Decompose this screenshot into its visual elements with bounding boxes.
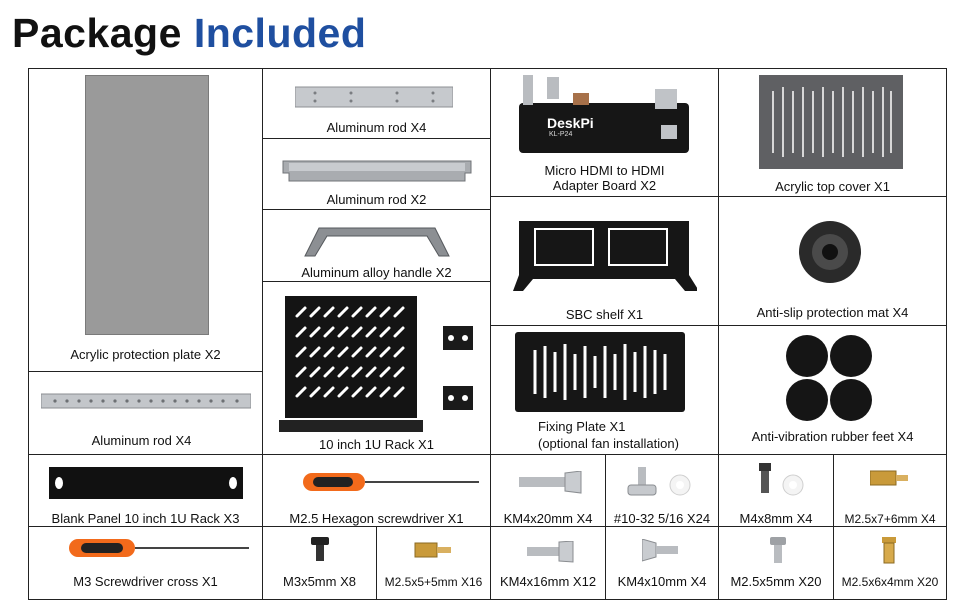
caption-rod-top: Aluminum rod X4 (326, 120, 427, 135)
cell-hex-driver: M2.5 Hexagon screwdriver X1 (262, 454, 491, 527)
m25x6x4-image (882, 537, 896, 564)
top-cover-image (759, 75, 903, 169)
caption-top-cover: Acrylic top cover X1 (775, 179, 890, 194)
page-title: Package Included (12, 10, 366, 58)
cell-blank-panel: Blank Panel 10 inch 1U Rack X3 (28, 454, 263, 527)
caption-s1032: #10-32 5/16 X24 (613, 511, 711, 526)
cell-m3x5: M3x5mm X8 (262, 526, 377, 600)
title-word-package: Package (12, 10, 182, 56)
caption-handle: Aluminum alloy handle X2 (301, 265, 452, 280)
caption-km4x16: KM4x16mm X12 (499, 574, 597, 589)
title-word-included: Included (193, 10, 367, 56)
hex-driver-image (303, 473, 479, 491)
long-rod-image (41, 393, 251, 409)
cell-long-rod: Aluminum rod X4 (28, 371, 263, 455)
caption-m4x8: M4x8mm X4 (739, 511, 813, 526)
caption-blank-panel: Blank Panel 10 inch 1U Rack X3 (51, 511, 240, 526)
cell-m25x6x4: M2.5x6x4mm X20 (833, 526, 947, 600)
cell-top-cover: Acrylic top cover X1 (718, 68, 947, 197)
caption-rod-mid: Aluminum rod X2 (326, 192, 427, 207)
cell-km4x10: KM4x10mm X4 (605, 526, 719, 600)
handle-image (304, 227, 450, 257)
km4x20-image (519, 471, 582, 494)
caption-m3x5: M3x5mm X8 (283, 574, 356, 589)
m25x5-image (770, 537, 786, 563)
blank-panel-image (49, 467, 243, 499)
m25x5s-image (414, 542, 451, 558)
caption-hdmi-line1: Micro HDMI to HDMI (544, 163, 665, 178)
fixing-plate-image (515, 332, 685, 412)
cell-m25x7: M2.5x7+6mm X4 (833, 454, 947, 527)
caption-mat: Anti-slip protection mat X4 (756, 305, 909, 320)
cell-rubber-feet: Anti-vibration rubber feet X4 (718, 325, 947, 455)
mat-image (799, 221, 861, 283)
rubber-feet-image (786, 335, 872, 421)
cell-mat: Anti-slip protection mat X4 (718, 196, 947, 326)
board-model: KL-P24 (549, 131, 573, 138)
cell-handle: Aluminum alloy handle X2 (262, 209, 491, 282)
m3-driver-image (69, 539, 249, 557)
m4x8-image (759, 463, 804, 496)
rack-image (279, 296, 473, 432)
caption-fixing-line2: (optional fan installation) (538, 436, 679, 451)
caption-km4x20: KM4x20mm X4 (503, 511, 593, 526)
caption-long-rod: Aluminum rod X4 (91, 433, 192, 448)
cell-rod-top: Aluminum rod X4 (262, 68, 491, 139)
caption-m25x7: M2.5x7+6mm X4 (844, 512, 936, 526)
km4x10-image (642, 539, 678, 562)
cell-fixing-plate: Fixing Plate X1 (optional fan installati… (490, 325, 719, 455)
cell-km4x16: KM4x16mm X12 (490, 526, 606, 600)
caption-m3-driver: M3 Screwdriver cross X1 (73, 574, 218, 589)
caption-m25x5s: M2.5x5+5mm X16 (384, 575, 483, 589)
cell-m25x5: M2.5x5mm X20 (718, 526, 834, 600)
km4x16-image (527, 541, 574, 563)
m3x5-image (311, 537, 329, 561)
caption-acrylic-plate: Acrylic protection plate X2 (70, 347, 221, 362)
acrylic-plate-image (85, 75, 209, 335)
cell-sbc-shelf: SBC shelf X1 (490, 196, 719, 326)
cell-s1032: #10-32 5/16 X24 (605, 454, 719, 527)
cell-m3-driver: M3 Screwdriver cross X1 (28, 526, 263, 600)
rod-mid-image (282, 160, 472, 182)
sbc-shelf-image (513, 221, 697, 291)
cell-rod-mid: Aluminum rod X2 (262, 138, 491, 210)
board-brand: DeskPi (547, 115, 594, 131)
caption-hdmi-line2: Adapter Board X2 (552, 178, 657, 193)
cell-acrylic-plate: Acrylic protection plate X2 (28, 68, 263, 372)
cell-m4x8: M4x8mm X4 (718, 454, 834, 527)
caption-sbc-shelf: SBC shelf X1 (565, 307, 644, 322)
caption-rack: 10 inch 1U Rack X1 (319, 437, 434, 452)
caption-rubber-feet: Anti-vibration rubber feet X4 (751, 429, 914, 444)
cell-m25x5s: M2.5x5+5mm X16 (376, 526, 491, 600)
cell-km4x20: KM4x20mm X4 (490, 454, 606, 527)
caption-m25x5: M2.5x5mm X20 (730, 574, 822, 589)
m25x7-image (870, 470, 908, 486)
caption-m25x6x4: M2.5x6x4mm X20 (841, 575, 939, 589)
caption-km4x10: KM4x10mm X4 (617, 574, 707, 589)
caption-hex-driver: M2.5 Hexagon screwdriver X1 (289, 511, 464, 526)
cell-hdmi-board: DeskPi KL-P24 Micro HDMI to HDMI Adapter… (490, 68, 719, 197)
rod-top-image (295, 86, 453, 108)
hdmi-board-image (519, 75, 689, 153)
caption-fixing-line1: Fixing Plate X1 (538, 419, 626, 434)
cell-rack: 10 inch 1U Rack X1 (262, 281, 491, 455)
s1032-image (627, 467, 691, 496)
